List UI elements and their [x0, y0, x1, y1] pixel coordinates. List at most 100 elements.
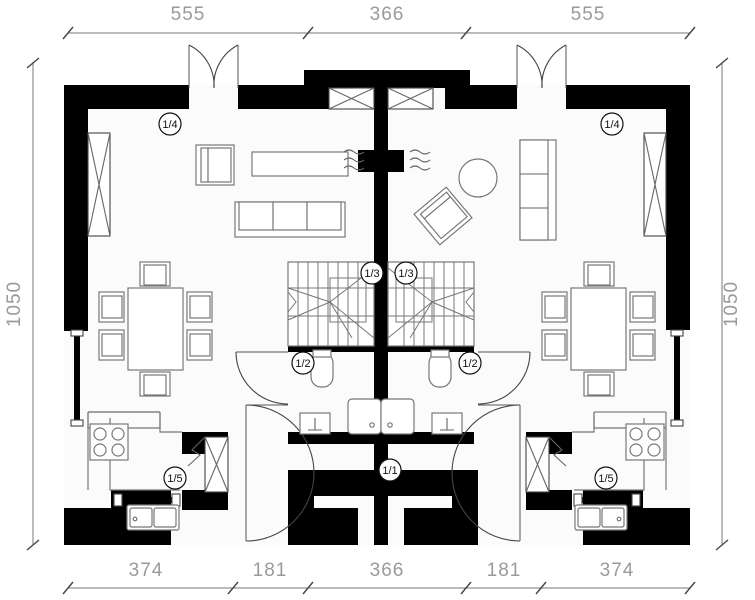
toilet-right-tank	[430, 349, 450, 358]
room-label-badges: 1/4 1/4 1/3 1/3 1/2 1/2 1/5 1/5	[158, 112, 624, 490]
armchair-right-seat	[419, 191, 468, 240]
window-hatch	[643, 132, 667, 237]
wall-top-center-r	[448, 85, 470, 109]
stair-left-winder	[287, 267, 375, 339]
rail-br-cap-1	[573, 493, 583, 507]
door-arc-entry-l	[245, 404, 315, 542]
wall-top-center-cap	[304, 70, 470, 88]
left-unit-furniture	[87, 144, 365, 531]
wall-top-center-l	[304, 85, 326, 109]
right-dimension-group: 1050	[715, 57, 742, 551]
badge-circle	[594, 466, 618, 490]
badge-circle	[458, 351, 482, 375]
badge-circle	[600, 112, 624, 136]
dim-top-1: 555	[171, 4, 206, 25]
dim-tick	[684, 581, 696, 595]
rail-bl-cap-2	[171, 493, 181, 507]
window-hatch	[525, 436, 550, 493]
wall-top-right-1	[470, 85, 517, 109]
dining-chair-seat	[101, 295, 123, 319]
badge-label: 1/4	[162, 119, 177, 131]
right-unit-furniture	[409, 139, 667, 531]
sink-basin-2	[153, 507, 177, 528]
badge-label: 1/3	[398, 268, 413, 280]
room-badge-left-stair: 1/3	[360, 261, 384, 285]
door-folding-left	[187, 436, 206, 467]
badge-circle	[158, 112, 182, 136]
badge-label: 1/3	[364, 268, 379, 280]
rail-bottom-left	[118, 497, 176, 503]
wall-entry-step-r	[404, 508, 478, 545]
stair-left-arrow	[287, 291, 297, 313]
dim-tick	[715, 57, 729, 69]
dining-chair-seat	[544, 333, 566, 357]
dim-tick	[535, 581, 547, 595]
dining-chair-seat	[587, 264, 611, 286]
rail-left-cap-bottom	[70, 419, 84, 427]
door-arc-tr-2	[541, 44, 567, 89]
badge-label: 1/4	[604, 119, 619, 131]
burner	[647, 427, 661, 441]
dining-table-left	[127, 287, 184, 371]
dim-left: 1050	[4, 281, 25, 327]
dining-chairs-right	[541, 261, 656, 397]
dim-tick	[302, 26, 314, 40]
fireplace-squiggles-left	[343, 149, 365, 171]
kitchen-counter-left-return	[159, 412, 182, 433]
sink-tap	[616, 516, 622, 522]
dim-bottom-3: 366	[370, 560, 405, 581]
dim-tick	[227, 581, 239, 595]
top-dimension-group: 555 366 555	[62, 4, 696, 40]
wall-right-upper	[666, 85, 690, 330]
burner	[629, 427, 643, 441]
wall-bath-bottom-left	[288, 432, 374, 444]
burner	[647, 443, 661, 457]
room-badge-right-kitchen: 1/5	[594, 466, 618, 490]
wall-top-left-2	[238, 85, 304, 109]
toilet-left-tank	[312, 349, 332, 358]
sink-basin-1	[129, 507, 153, 528]
room-badge-right-stair: 1/3	[394, 261, 418, 285]
burner	[629, 443, 643, 457]
window-hatch	[204, 436, 229, 493]
dim-tick	[684, 26, 696, 40]
sink-basin-2	[601, 507, 625, 528]
badge-circle	[291, 351, 315, 375]
shower-drain-left	[369, 422, 375, 428]
room-badge-left-bath: 1/2	[291, 351, 315, 375]
dining-chair-seat	[101, 333, 123, 357]
armchair-right-group	[413, 186, 473, 246]
room-badge-entry-hall: 1/1	[378, 458, 402, 482]
dim-tick	[26, 539, 40, 551]
burner	[111, 427, 125, 441]
wall-top-center-mull-l	[326, 85, 329, 109]
window-hatch	[387, 87, 434, 110]
rail-bottom-right	[578, 497, 636, 503]
door-arc-corr-r	[477, 351, 531, 405]
rail-right-cap-bottom	[670, 419, 684, 427]
dim-tick	[302, 581, 314, 595]
wall-kitchen-right-base	[526, 490, 572, 510]
dim-tick	[460, 26, 472, 40]
dim-bottom-1: 374	[129, 560, 164, 581]
badge-circle	[378, 458, 402, 482]
dining-chair-seat	[189, 295, 211, 319]
rail-br-cap-2	[631, 493, 641, 507]
dining-table-right	[570, 287, 627, 371]
dining-chair-seat	[189, 333, 211, 357]
left-dimension-group: 1050	[4, 57, 40, 551]
dim-bottom-5: 374	[600, 560, 635, 581]
dining-chair-seat	[544, 295, 566, 319]
wall-kitchen-left-base	[182, 490, 228, 510]
armchair-right-back	[423, 196, 451, 220]
armchair-left-seat	[200, 147, 232, 183]
badge-label: 1/2	[462, 358, 477, 370]
burner	[111, 443, 125, 457]
door-arc-corr-l	[235, 351, 289, 405]
washbasin-left-tap	[308, 418, 322, 431]
dim-bottom-2: 181	[253, 560, 288, 581]
burner	[93, 427, 107, 441]
room-badge-right-bath: 1/2	[458, 351, 482, 375]
